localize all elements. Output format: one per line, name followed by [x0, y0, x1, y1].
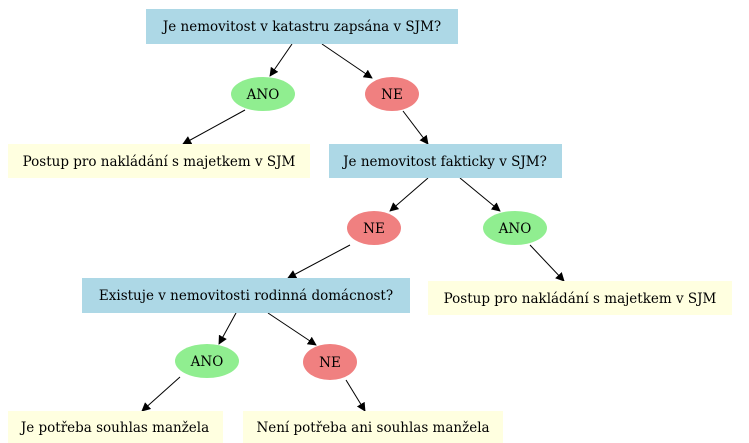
question-1-label: Je nemovitost v katastru zapsána v SJM? [161, 19, 441, 35]
edge-q3-to-a3-no [267, 312, 317, 346]
answer-3-no-label: NE [319, 355, 341, 371]
edge-q1-to-a1-no [321, 43, 373, 79]
answer-node-2-no: NE [347, 211, 401, 245]
result-node-4: Není potřeba ani souhlas manžela [243, 411, 503, 443]
edge-a1-no-to-q2 [402, 110, 429, 145]
question-2-label: Je nemovitost fakticky v SJM? [341, 154, 547, 170]
result-3-label: Je potřeba souhlas manžela [19, 420, 209, 436]
result-node-3: Je potřeba souhlas manžela [8, 411, 223, 443]
result-1-label: Postup pro nakládání s majetkem v SJM [23, 154, 296, 170]
edge-a3-yes-to-r3 [141, 376, 181, 412]
edge-a2-yes-to-r2 [529, 244, 565, 282]
answer-1-yes-label: ANO [246, 87, 280, 103]
answer-2-yes-label: ANO [498, 221, 532, 237]
result-4-label: Není potřeba ani souhlas manžela [256, 420, 489, 436]
answer-node-2-yes: ANO [483, 211, 547, 245]
edge-a2-no-to-q3 [287, 244, 351, 279]
edge-q2-to-a2-no [389, 177, 429, 212]
answer-2-no-label: NE [363, 221, 385, 237]
answer-node-1-yes: ANO [231, 77, 295, 111]
edge-q3-to-a3-yes [218, 312, 237, 345]
edge-q1-to-a1-yes [269, 43, 293, 77]
result-node-2: Postup pro nakládání s majetkem v SJM [428, 281, 732, 315]
answer-node-1-no: NE [365, 77, 419, 111]
question-node-1: Je nemovitost v katastru zapsána v SJM? [146, 9, 458, 44]
edge-a3-no-to-r4 [345, 379, 366, 412]
question-node-3: Existuje v nemovitosti rodinná domácnost… [82, 278, 410, 313]
result-2-label: Postup pro nakládání s majetkem v SJM [444, 291, 717, 307]
question-3-label: Existuje v nemovitosti rodinná domácnost… [99, 288, 393, 304]
result-node-1: Postup pro nakládání s majetkem v SJM [8, 144, 310, 178]
edges [141, 43, 565, 412]
edge-a1-yes-to-r1 [182, 109, 246, 145]
answer-node-3-yes: ANO [175, 344, 239, 378]
answer-1-no-label: NE [381, 87, 403, 103]
question-node-2: Je nemovitost fakticky v SJM? [329, 144, 562, 178]
answer-3-yes-label: ANO [190, 354, 224, 370]
edge-q2-to-a2-yes [459, 177, 501, 212]
answer-node-3-no: NE [303, 344, 357, 380]
